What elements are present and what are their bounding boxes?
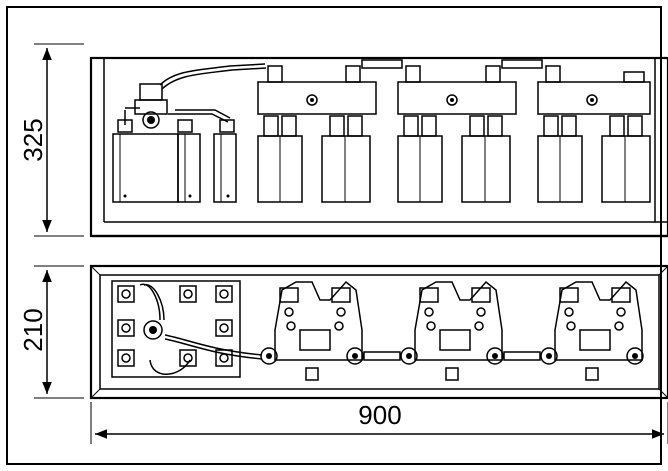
- dimension-label-900: 900: [358, 400, 401, 430]
- top-view-cabinet: [89, 56, 668, 238]
- bottom-module-3: [540, 280, 644, 381]
- filter-module-2: [397, 65, 517, 203]
- bottom-module-2: [400, 280, 504, 381]
- dimension-210: 210: [18, 265, 84, 399]
- dimension-label-325: 325: [18, 118, 48, 161]
- dimension-900: 900: [90, 400, 668, 444]
- left-connector-unit: [112, 83, 237, 203]
- left-connector-plate: [111, 280, 263, 378]
- top-links: [361, 59, 543, 69]
- bottom-module-1: [260, 280, 364, 381]
- filter-module-1: [257, 65, 377, 203]
- bottom-links: [363, 351, 541, 361]
- bottom-view-cabinet: [89, 264, 668, 400]
- filter-module-3: [537, 65, 651, 203]
- dimension-325: 325: [18, 43, 84, 237]
- dimension-label-210: 210: [18, 308, 48, 351]
